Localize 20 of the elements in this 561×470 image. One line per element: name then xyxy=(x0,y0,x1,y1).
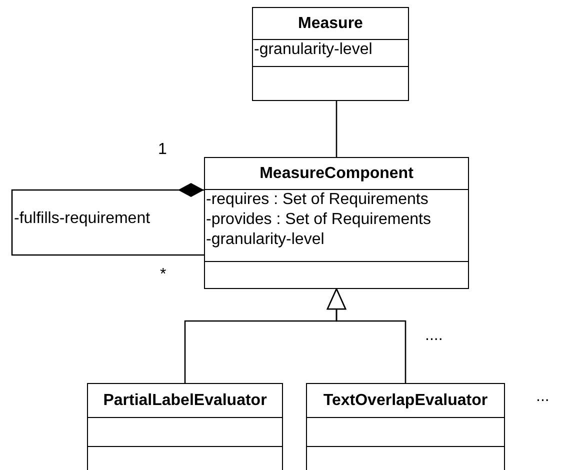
attribute-text: -provides : Set of Requirements xyxy=(205,210,431,230)
association-line xyxy=(336,101,338,157)
class-name: PartialLabelEvaluator xyxy=(102,392,268,410)
edge-label: -fulfills-requirement xyxy=(14,210,150,228)
ellipsis-text: .... xyxy=(425,327,443,345)
class-box xyxy=(87,383,283,470)
generalization-arrow xyxy=(326,288,406,383)
attribute-text: -granularity-level xyxy=(253,40,372,60)
class-name: TextOverlapEvaluator xyxy=(322,392,489,410)
composition-line xyxy=(11,183,204,256)
class-name: Measure xyxy=(297,14,364,32)
multiplicity-label: * xyxy=(160,266,166,284)
class-name: MeasureComponent xyxy=(258,164,414,182)
multiplicity-label: 1 xyxy=(158,141,167,159)
attribute-text: -granularity-level xyxy=(205,230,324,250)
ellipsis-text: ... xyxy=(536,388,550,406)
class-box xyxy=(252,7,409,101)
class-box xyxy=(306,383,505,470)
attribute-text: -requires : Set of Requirements xyxy=(205,190,428,210)
class-box xyxy=(204,157,469,289)
